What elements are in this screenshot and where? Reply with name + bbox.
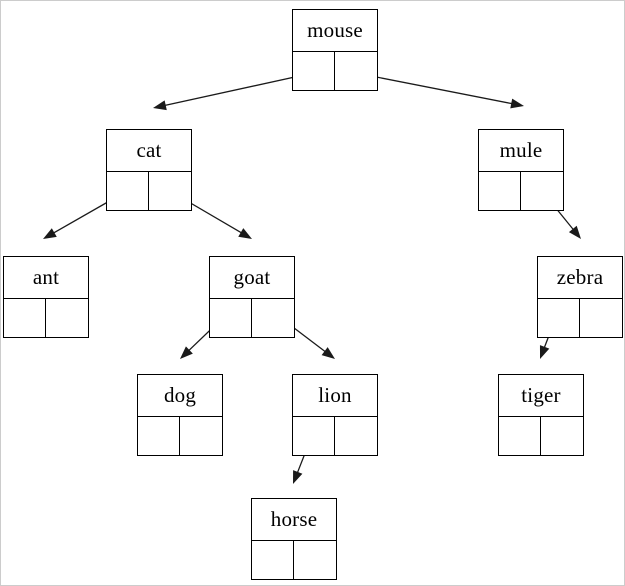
node-label: goat	[210, 257, 294, 299]
tree-node-mouse[interactable]: mouse	[292, 9, 378, 91]
node-label: mouse	[293, 10, 377, 52]
edge-line-mouse-cat	[162, 72, 314, 107]
left-pointer-cell[interactable]	[538, 299, 580, 337]
right-pointer-cell[interactable]	[46, 299, 88, 337]
left-pointer-cell[interactable]	[138, 417, 180, 455]
edge-arrowhead-goat-dog	[180, 346, 193, 359]
edge-arrowhead-goat-lion	[321, 347, 335, 359]
right-pointer-cell[interactable]	[180, 417, 222, 455]
node-pointer-cells	[479, 172, 563, 210]
left-pointer-cell[interactable]	[210, 299, 252, 337]
node-pointer-cells	[538, 299, 622, 337]
left-pointer-cell[interactable]	[107, 172, 149, 210]
left-pointer-cell[interactable]	[479, 172, 521, 210]
left-pointer-cell[interactable]	[293, 52, 335, 90]
left-pointer-cell[interactable]	[293, 417, 335, 455]
node-pointer-cells	[293, 417, 377, 455]
left-pointer-cell[interactable]	[4, 299, 46, 337]
node-pointer-cells	[499, 417, 583, 455]
node-label: horse	[252, 499, 336, 541]
right-pointer-cell[interactable]	[541, 417, 583, 455]
right-pointer-cell[interactable]	[335, 52, 377, 90]
node-label: mule	[479, 130, 563, 172]
node-label: zebra	[538, 257, 622, 299]
node-label: tiger	[499, 375, 583, 417]
edge-arrowhead-zebra-tiger	[539, 345, 550, 359]
node-pointer-cells	[4, 299, 88, 337]
tree-node-lion[interactable]: lion	[292, 374, 378, 456]
node-pointer-cells	[138, 417, 222, 455]
tree-node-dog[interactable]: dog	[137, 374, 223, 456]
edge-arrowhead-mouse-cat	[153, 100, 167, 111]
left-pointer-cell[interactable]	[499, 417, 541, 455]
tree-node-zebra[interactable]: zebra	[537, 256, 623, 338]
right-pointer-cell[interactable]	[252, 299, 294, 337]
edge-arrowhead-mouse-mule	[510, 98, 524, 109]
edge-arrowhead-lion-horse	[293, 470, 303, 484]
right-pointer-cell[interactable]	[580, 299, 622, 337]
tree-node-ant[interactable]: ant	[3, 256, 89, 338]
node-pointer-cells	[252, 541, 336, 579]
tree-node-tiger[interactable]: tiger	[498, 374, 584, 456]
edge-arrowhead-cat-goat	[238, 228, 252, 239]
node-label: ant	[4, 257, 88, 299]
tree-node-goat[interactable]: goat	[209, 256, 295, 338]
node-label: lion	[293, 375, 377, 417]
left-pointer-cell[interactable]	[252, 541, 294, 579]
node-pointer-cells	[210, 299, 294, 337]
tree-node-cat[interactable]: cat	[106, 129, 192, 211]
node-pointer-cells	[107, 172, 191, 210]
edge-arrowhead-mule-zebra	[568, 225, 581, 239]
right-pointer-cell[interactable]	[521, 172, 563, 210]
right-pointer-cell[interactable]	[335, 417, 377, 455]
right-pointer-cell[interactable]	[294, 541, 336, 579]
tree-node-mule[interactable]: mule	[478, 129, 564, 211]
right-pointer-cell[interactable]	[149, 172, 191, 210]
edge-line-mouse-mule	[355, 72, 515, 105]
node-label: dog	[138, 375, 222, 417]
node-label: cat	[107, 130, 191, 172]
node-pointer-cells	[293, 52, 377, 90]
tree-node-horse[interactable]: horse	[251, 498, 337, 580]
edge-arrowhead-cat-ant	[43, 228, 57, 239]
